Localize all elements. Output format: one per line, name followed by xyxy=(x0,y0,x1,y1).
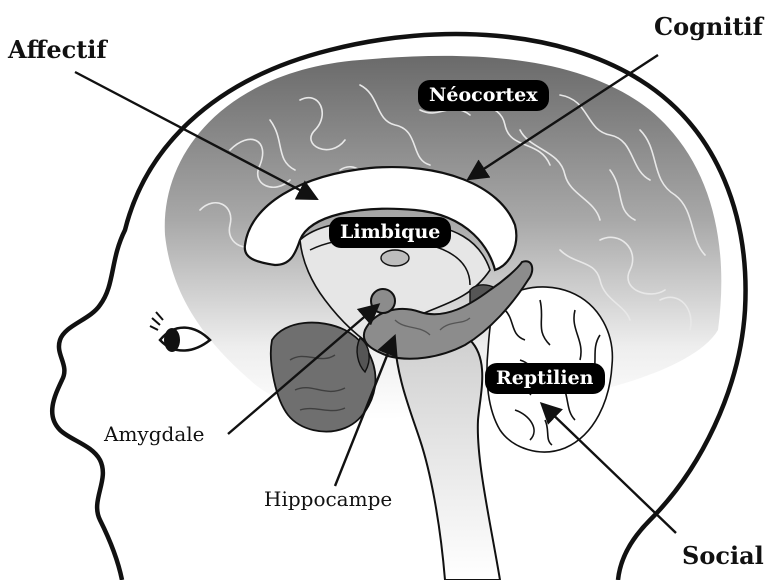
label-affectif: Affectif xyxy=(8,35,107,64)
thalamus xyxy=(381,250,409,266)
label-social: Social xyxy=(682,541,764,570)
arrow-social xyxy=(543,405,676,533)
label-hippocampe: Hippocampe xyxy=(264,487,392,511)
region-label-reptilien: Reptilien xyxy=(485,363,605,394)
region-label-limbique: Limbique xyxy=(329,217,451,248)
region-label-neocortex: Néocortex xyxy=(418,80,549,111)
label-amygdale: Amygdale xyxy=(104,422,204,446)
label-cognitif: Cognitif xyxy=(654,12,763,41)
